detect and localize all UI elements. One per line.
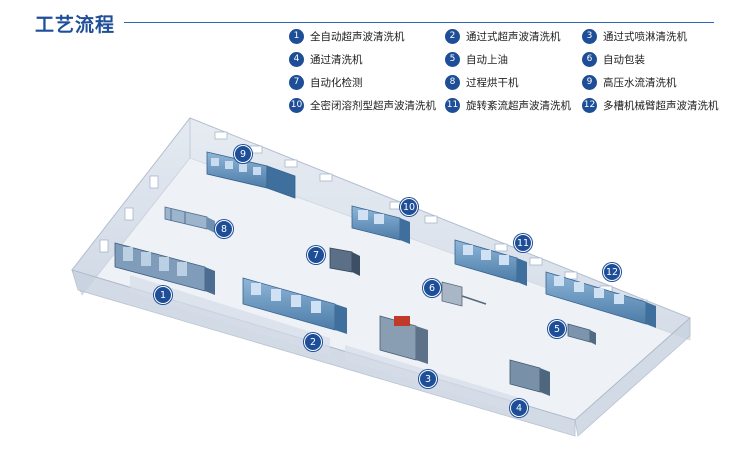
title-rule [124,22,714,23]
marker-2: 2 [304,333,322,351]
machine-12 [545,271,656,328]
legend-number: 5 [445,51,460,67]
legend-item-10: 10 全密闭溶剂型超声波清洗机 [289,96,436,114]
legend-number: 4 [289,51,304,67]
machine-4 [509,359,550,396]
legend-number: 1 [289,28,304,44]
legend-item-4: 4 通过清洗机 [289,50,363,68]
legend-number: 8 [445,74,460,90]
marker-7: 7 [307,246,325,264]
legend-label: 通过式喷淋清洗机 [603,30,687,43]
machine-6 [441,281,487,307]
right-wall [574,317,691,437]
marker-1: 1 [154,286,172,304]
page-title: 工艺流程 [35,14,116,36]
legend-item-5: 5 自动上油 [445,50,508,68]
legend-label: 通过清洗机 [310,53,363,66]
machine-8 [164,206,215,233]
machine-9 [206,151,296,199]
legend-label: 过程烘干机 [466,76,519,89]
legend-item-12: 12 多槽机械臂超声波清洗机 [582,96,719,114]
machine-11 [454,239,527,286]
legend-number: 7 [289,74,304,90]
legend-label: 自动上油 [466,53,508,66]
legend-number: 12 [582,97,597,113]
machine-1 [114,242,215,295]
marker-12: 12 [603,263,621,281]
machine-2 [242,277,347,334]
legend-item-11: 11 旋转紊流超声波清洗机 [445,96,571,114]
marker-10: 10 [400,198,418,216]
legend-number: 11 [445,97,460,113]
legend-item-6: 6 自动包装 [582,50,645,68]
legend-item-7: 7 自动化检测 [289,73,363,91]
machine-3 [379,315,428,364]
marker-4: 4 [510,399,528,417]
legend-item-2: 2 通过式超声波清洗机 [445,27,561,45]
legend-item-3: 3 通过式喷淋清洗机 [582,27,687,45]
marker-5: 5 [548,320,566,338]
legend-label: 全密闭溶剂型超声波清洗机 [310,99,436,112]
legend-label: 旋转紊流超声波清洗机 [466,99,571,112]
marker-8: 8 [215,220,233,238]
legend-number: 3 [582,28,597,44]
legend-label: 通过式超声波清洗机 [466,30,561,43]
legend-number: 9 [582,74,597,90]
legend-number: 2 [445,28,460,44]
machine-10 [351,205,410,244]
legend-label: 多槽机械臂超声波清洗机 [603,99,719,112]
marker-6: 6 [423,279,441,297]
legend-item-1: 1 全自动超声波清洗机 [289,27,405,45]
machine-7 [329,247,360,276]
partition-wall [130,275,330,356]
legend-item-8: 8 过程烘干机 [445,73,519,91]
marker-11: 11 [514,234,532,252]
marker-3: 3 [419,370,437,388]
legend-label: 自动包装 [603,53,645,66]
legend-label: 全自动超声波清洗机 [310,30,405,43]
legend-number: 10 [289,97,304,113]
legend-label: 高压水流清洗机 [603,76,677,89]
machine-5 [567,323,596,345]
legend-item-9: 9 高压水流清洗机 [582,73,677,91]
legend-number: 6 [582,51,597,67]
legend-label: 自动化检测 [310,76,363,89]
marker-9: 9 [234,145,252,163]
